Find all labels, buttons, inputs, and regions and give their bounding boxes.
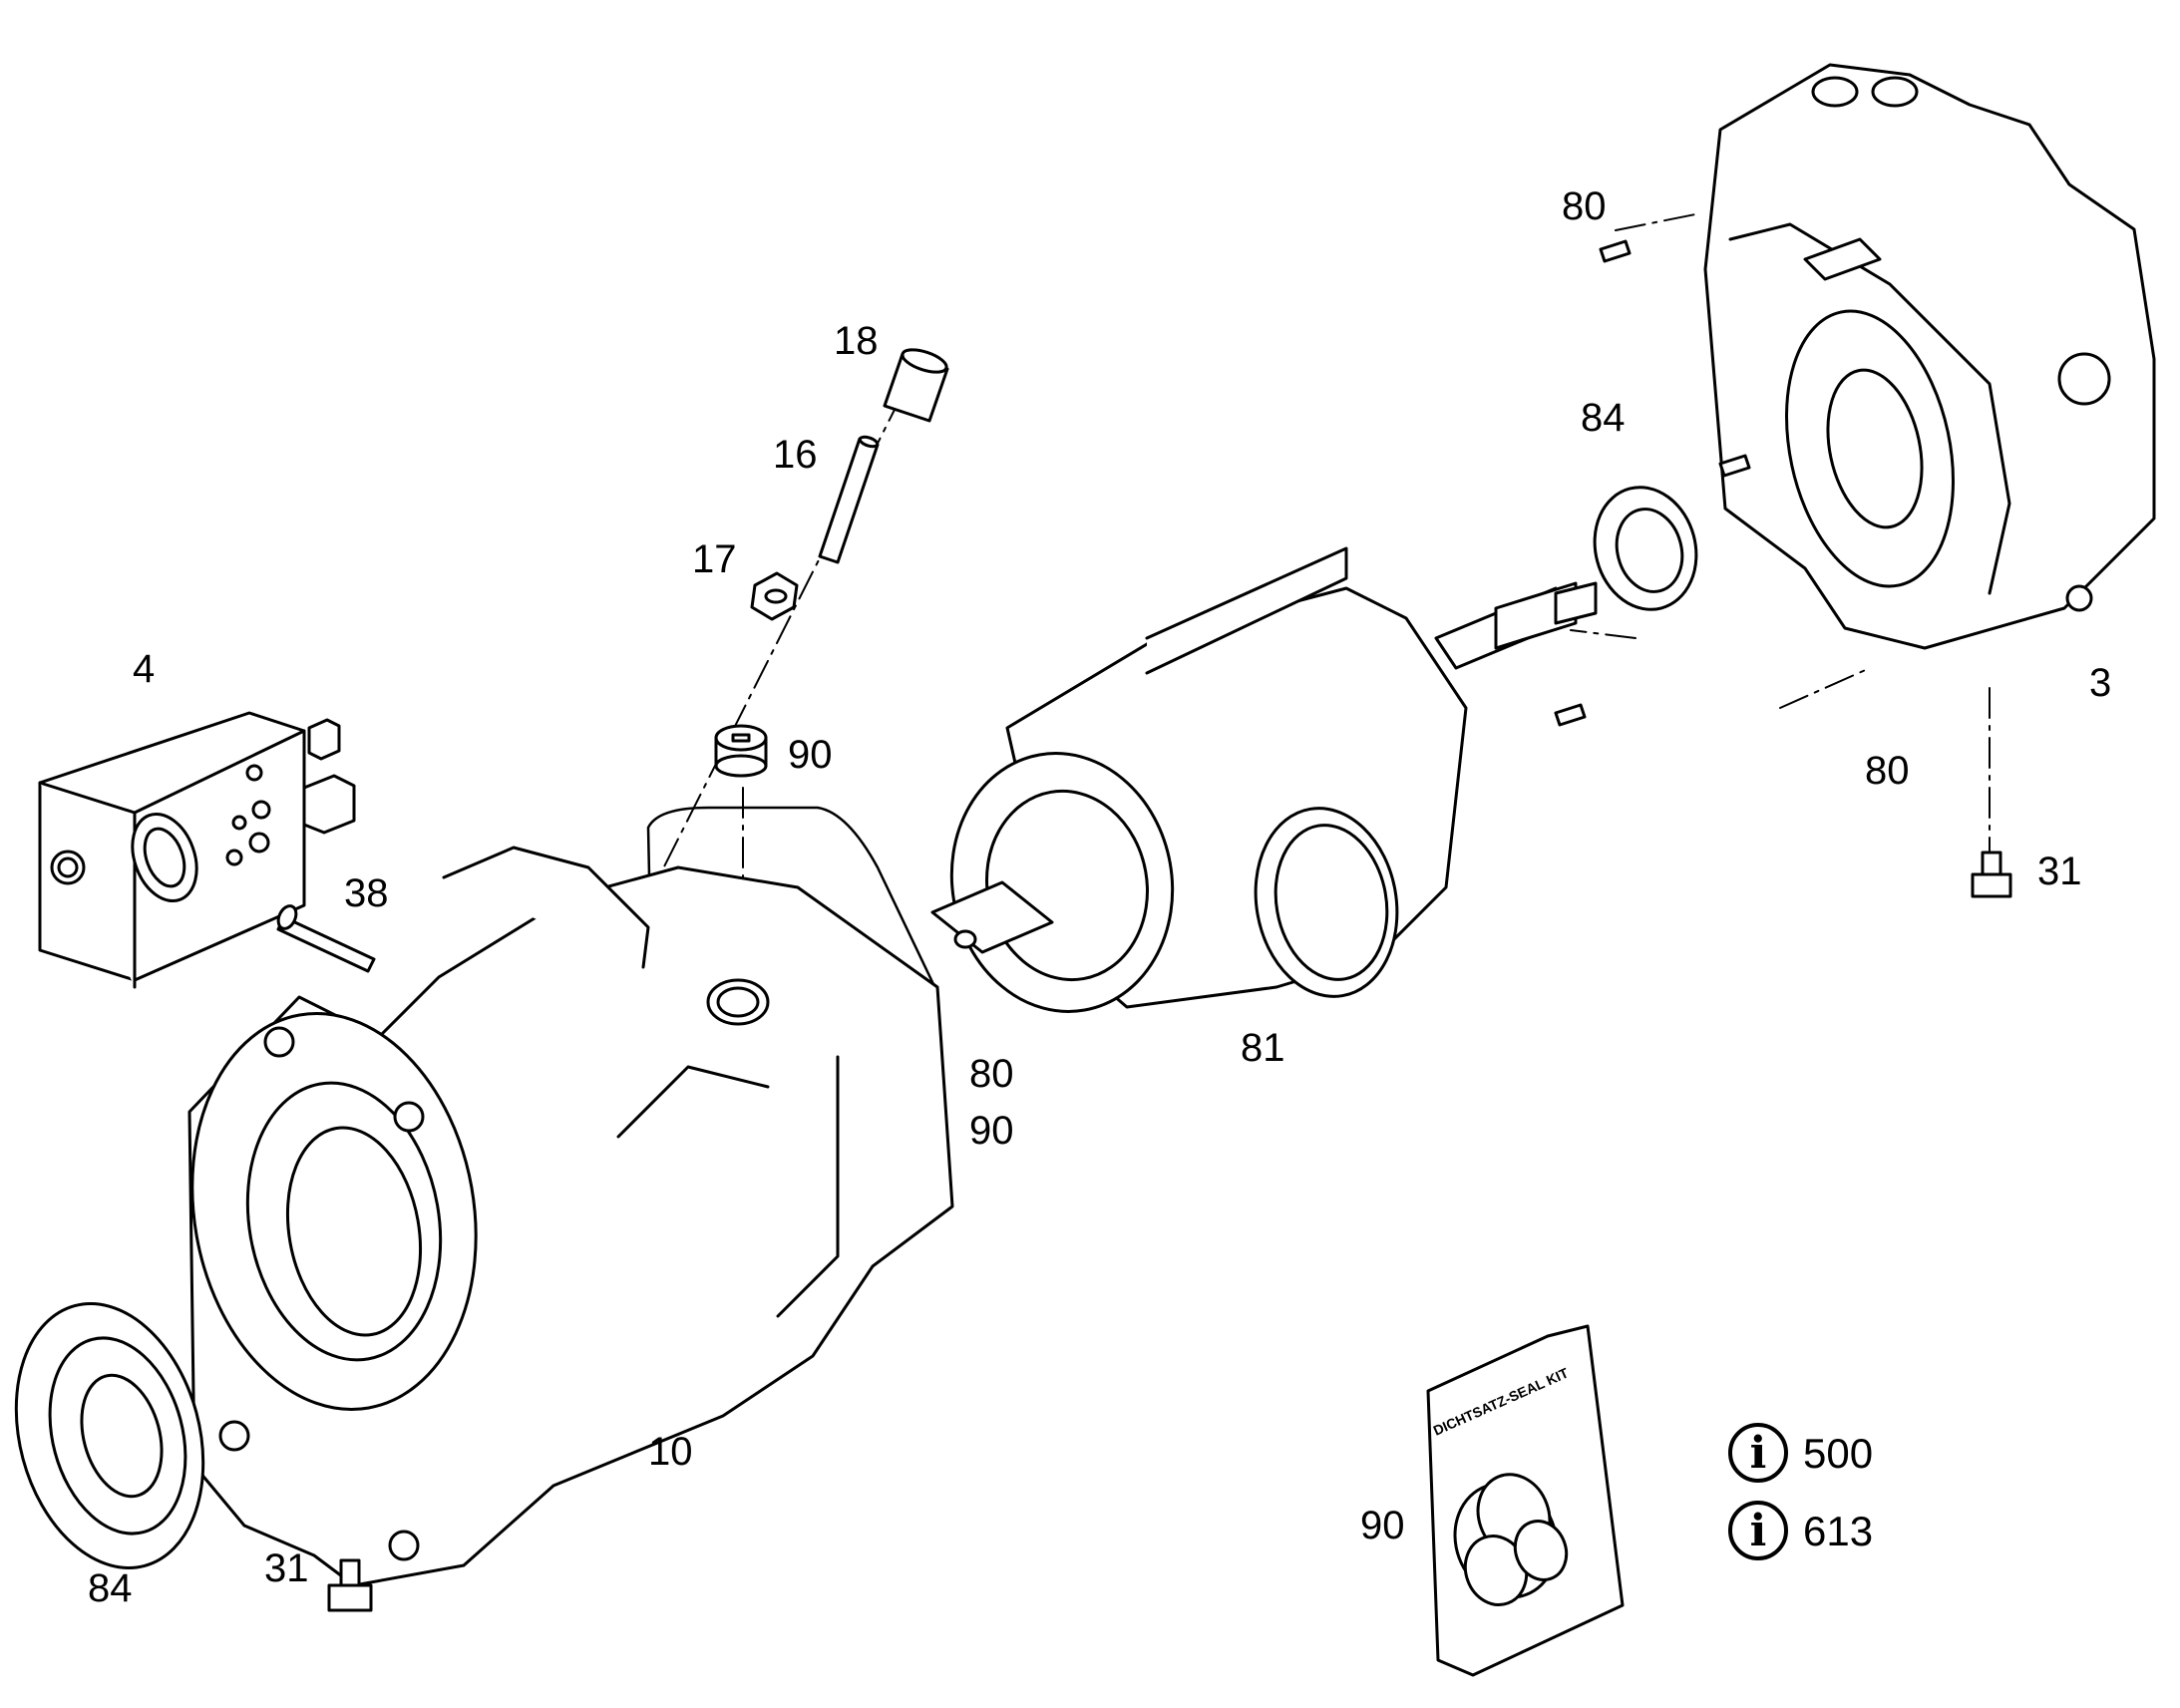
part-31-right-bolt [1971, 851, 2012, 898]
callout-38: 38 [344, 871, 389, 915]
info-icon[interactable]: i [1728, 1423, 1788, 1483]
info-ref-613[interactable]: 613 [1803, 1508, 1874, 1554]
part-18-sleeve [883, 348, 949, 423]
callout-80-top: 80 [1562, 184, 1607, 228]
callout-4: 4 [133, 647, 156, 691]
part-31-left-bolt [327, 1558, 373, 1612]
callout-80-oring: 80 [969, 1052, 1014, 1096]
callout-18: 18 [834, 319, 879, 363]
info-ref-500[interactable]: 500 [1803, 1430, 1874, 1477]
part-4-valve-block [38, 711, 356, 989]
callout-31-left: 31 [264, 1546, 309, 1590]
callout-90-kit: 90 [1360, 1504, 1405, 1547]
part-17-nut [750, 571, 799, 621]
part-81-rotary-group [930, 546, 1598, 1013]
callout-16: 16 [773, 433, 818, 477]
callout-84-right: 84 [1581, 396, 1626, 440]
info-icon[interactable]: i [1728, 1501, 1788, 1560]
callout-81: 81 [1241, 1026, 1285, 1070]
callout-80-right: 80 [1865, 749, 1910, 793]
part-90-plug [714, 724, 768, 778]
callout-84-left: 84 [88, 1566, 133, 1610]
seal-kit-bag: DICHTSATZ-SEAL KIT [1426, 1324, 1625, 1677]
callout-3: 3 [2089, 661, 2112, 705]
part-16-pin [818, 435, 880, 564]
part-84-right-shaft-seal [1593, 486, 1698, 611]
callout-90-oring: 90 [969, 1109, 1014, 1153]
callout-10: 10 [648, 1430, 693, 1474]
part-84-left-shaft-seal [14, 1302, 205, 1569]
callout-17: 17 [692, 537, 737, 581]
callout-90-plug: 90 [788, 733, 833, 777]
part-3-end-cover [1703, 63, 2156, 650]
callout-31-right: 31 [2037, 850, 2082, 893]
part-10-pump-housing [187, 846, 954, 1587]
part-38-screw [276, 904, 376, 973]
part-80-dowel-pins [1554, 239, 1751, 727]
